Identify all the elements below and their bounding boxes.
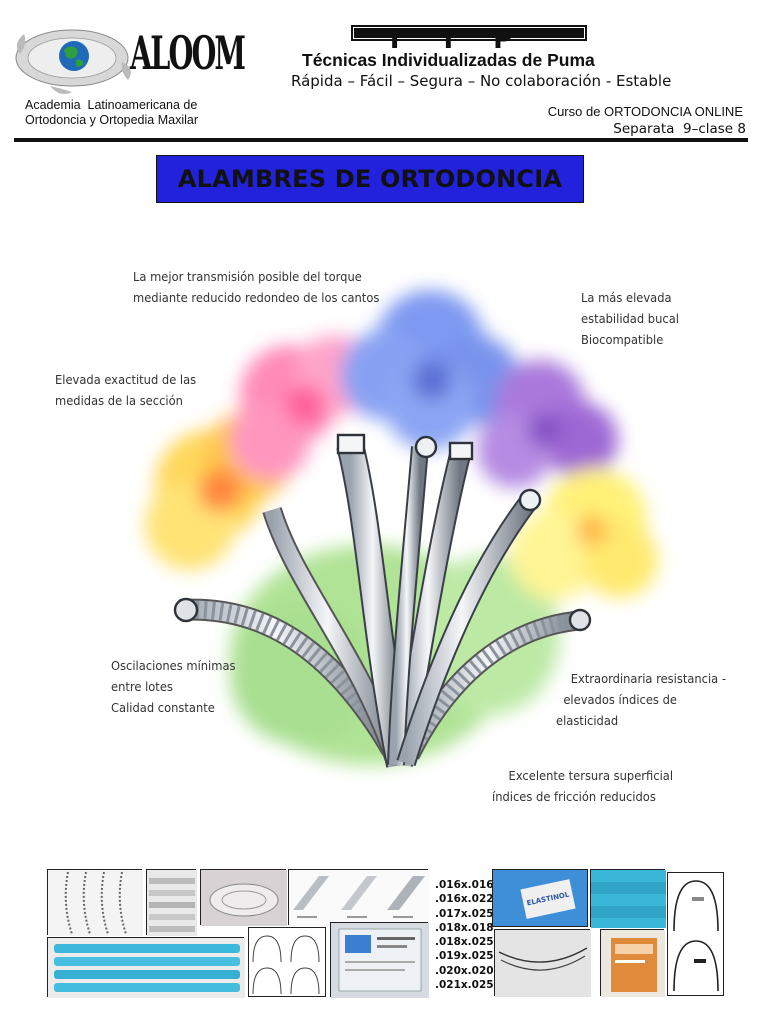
wire-size: .021x.025 (435, 979, 494, 992)
thumb-wire-spool (200, 869, 287, 926)
braided-wires-image (48, 870, 143, 936)
thumb-orange-package (600, 929, 665, 997)
thumb-arch-wires (494, 929, 591, 997)
wire-spool-image (201, 870, 287, 926)
arch-wires-image (495, 930, 591, 997)
callout-torque-line-2: mediante reducido redondeo de los cantos (133, 290, 380, 305)
academy-line-1: Academia Latinoamericana de (25, 98, 198, 112)
academy-line-2: Ortodoncia y Ortopedia Maxilar (25, 113, 198, 127)
arch-forms-image (673, 880, 719, 992)
callout-stability: La más elevada estabilidad bucal Biocomp… (581, 287, 679, 350)
wire-size: .017x.025 (435, 907, 494, 920)
thumb-niti-package (330, 922, 429, 998)
callout-smoothness-line-1: Excelente tersura superficial (508, 768, 674, 783)
callout-resistance-line-1: Extraordinaria resistancia - (570, 671, 727, 686)
wire-size: .018x.025 (435, 936, 494, 949)
wire-size: .016x.016 (435, 879, 494, 891)
callout-oscillation-line-2: entre lotes (111, 679, 173, 694)
thumb-wire-size-list: .016x.016 .016x.022 .017x.025 .018x.018 … (430, 869, 494, 996)
callout-resistance-line-3: elasticidad (556, 713, 619, 728)
academy-name: Academia Latinoamericana de Ortodoncia y… (25, 98, 198, 128)
thumb-arch-forms-pair (667, 872, 724, 996)
tip-logo-text: TIP (386, 25, 552, 55)
cyan-packages-image (591, 870, 666, 928)
thumb-wire-tubes (47, 937, 245, 998)
orange-package-image (601, 930, 665, 997)
callout-torque: La mejor transmisión posible del torque … (133, 266, 379, 308)
thumb-elastinol-package: ELASTINOL (492, 869, 588, 927)
thumb-cyan-packages (590, 869, 666, 928)
callout-torque-line-1: La mejor transmisión posible del torque (133, 269, 362, 284)
separata-label: Separata 9–clase 8 (613, 121, 746, 137)
callout-accuracy: Elevada exactitud de las medidas de la s… (55, 369, 196, 411)
callout-accuracy-line-2: medidas de la sección (55, 393, 183, 408)
thumb-wire-bundle (146, 869, 197, 936)
callout-stability-line-2: estabilidad bucal (581, 311, 679, 326)
course-name: Curso de ORTODONCIA ONLINE (547, 104, 743, 119)
callout-oscillation-line-3: Calidad constante (111, 700, 215, 715)
callout-smoothness-line-2: índices de fricción reducidos (492, 789, 656, 804)
wire-bundle-image (147, 870, 197, 936)
arch-templates-image (252, 935, 320, 995)
elastinol-label: ELASTINOL (520, 879, 576, 919)
aloom-logo-text: ALOOM (130, 26, 246, 80)
elastinol-label-text: ELASTINOL (525, 890, 571, 908)
callout-stability-line-1: La más elevada (581, 290, 672, 305)
tip-logo: TIP (351, 25, 587, 55)
wire-tubes-image (48, 938, 245, 998)
wire-size: .018x.018 (435, 921, 494, 934)
title-banner: ALAMBRES DE ORTODONCIA (156, 155, 584, 203)
wire-size: .019x.025 (435, 950, 494, 963)
callout-accuracy-line-1: Elevada exactitud de las (55, 372, 197, 387)
callout-resistance-line-2: elevados índices de (563, 692, 677, 707)
wire-size: .020x.020 (435, 964, 494, 977)
wire-sections-image (289, 870, 429, 926)
thumb-braided-wires (47, 869, 143, 936)
wire-size-list: .016x.016 .016x.022 .017x.025 .018x.018 … (435, 878, 494, 992)
orthodontic-wires (173, 433, 592, 768)
thumb-wire-sections (288, 869, 429, 926)
callout-smoothness: Excelente tersura superficial índices de… (492, 765, 673, 807)
callout-stability-line-3: Biocompatible (581, 332, 664, 347)
thumb-arch-templates (248, 927, 326, 997)
niti-package-image (331, 923, 429, 998)
page-title: ALAMBRES DE ORTODONCIA (177, 165, 563, 193)
tip-title: Técnicas Individualizadas de Puma (302, 50, 595, 70)
wire-size: .016x.022 (435, 893, 494, 906)
wires-flower-illustration (145, 290, 658, 768)
callout-oscillation: Oscilaciones mínimas entre lotes Calidad… (111, 655, 236, 718)
aloom-seal-logo (15, 29, 131, 94)
header-divider (14, 138, 748, 142)
callout-oscillation-line-1: Oscilaciones mínimas (111, 658, 236, 673)
callout-resistance: Extraordinaria resistancia - elevados ín… (556, 668, 726, 731)
tip-subtitle: Rápida – Fácil – Segura – No colaboració… (291, 72, 672, 90)
